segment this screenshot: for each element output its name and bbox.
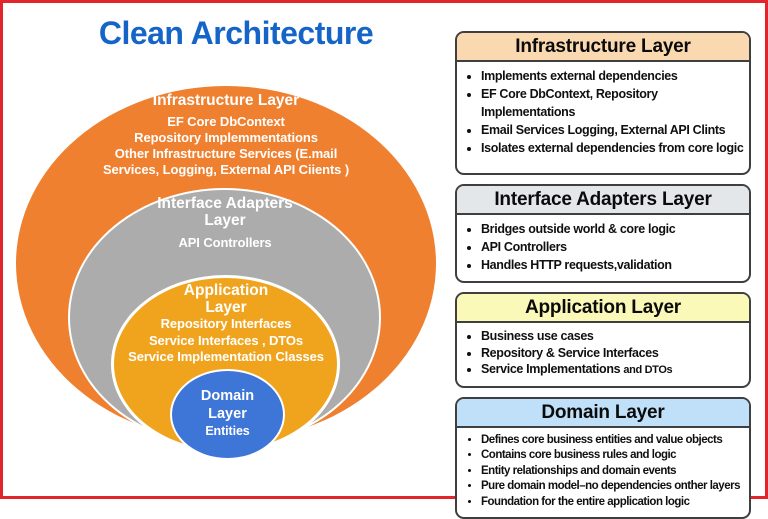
application-layer-line: Service Interfaces , DTOs <box>101 333 351 350</box>
infrastructure-layer-line: Services, Logging, External API Ciients … <box>46 162 406 178</box>
application-layer-label: Application Layer Repository Interfaces … <box>101 282 351 366</box>
panel-bullet-list: Implements external dependencies EF Core… <box>457 67 749 157</box>
bullet-item: Handles HTTP requests,validation <box>481 256 749 274</box>
bullet-item: Entity relationships and domain events <box>481 464 749 480</box>
infrastructure-layer-title: Infrastructure Layer <box>46 92 406 109</box>
application-layer-title: Application <box>101 282 351 299</box>
bullet-text-emphasis: and DTOs <box>623 364 672 376</box>
bullet-item: Isolates external dependencies from core… <box>481 139 749 157</box>
panel-bullet-list: Bridges outside world & core logic API C… <box>457 220 749 274</box>
bullet-item: Contains core business rules and logic <box>481 448 749 464</box>
domain-layer-title: Domain <box>170 387 285 405</box>
panel-bullet-list: Business use cases Repository & Service … <box>457 328 749 379</box>
interface-adapters-layer-title: Interface Adapters <box>96 195 354 212</box>
page-title: Clean Architecture <box>81 15 391 52</box>
bullet-item: Repository & Service Interfaces <box>481 345 749 362</box>
panel-header-domain: Domain Layer <box>457 399 749 428</box>
bullet-item: Service Implementations and DTOs <box>481 361 749 379</box>
panel-infrastructure-layer: Infrastructure Layer Implements external… <box>455 31 751 175</box>
interface-adapters-layer-label: Interface Adapters Layer API Controllers <box>96 195 354 251</box>
panel-header-infrastructure: Infrastructure Layer <box>457 33 749 62</box>
bullet-item: Business use cases <box>481 328 749 345</box>
bullet-item: Defines core business entities and value… <box>481 433 749 449</box>
domain-layer-title: Layer <box>170 405 285 423</box>
panel-header-interface-adapters: Interface Adapters Layer <box>457 186 749 215</box>
panel-bullet-list: Defines core business entities and value… <box>457 433 749 511</box>
application-layer-line: Repository Interfaces <box>101 316 351 333</box>
infrastructure-layer-line: EF Core DbContext <box>46 114 406 130</box>
bullet-text: Service Implementations <box>481 362 623 376</box>
domain-layer-line: Entities <box>170 423 285 439</box>
panel-interface-adapters-layer: Interface Adapters Layer Bridges outside… <box>455 184 751 283</box>
bullet-item: API Controllers <box>481 238 749 256</box>
bullet-item: Foundation for the entire application lo… <box>481 495 749 511</box>
infrastructure-layer-label: Infrastructure Layer EF Core DbContext R… <box>46 92 406 178</box>
layer-panels: Infrastructure Layer Implements external… <box>455 31 751 519</box>
bullet-item: EF Core DbContext, Repository Implementa… <box>481 85 749 121</box>
diagram-frame: Clean Architecture Infrastructure Layer … <box>0 0 768 499</box>
bullet-item: Pure domain model–no dependencies onther… <box>481 479 749 495</box>
bullet-item: Bridges outside world & core logic <box>481 220 749 238</box>
panel-header-application: Application Layer <box>457 294 749 323</box>
interface-adapters-layer-line: API Controllers <box>96 235 354 251</box>
application-layer-line: Service Implementation Classes <box>101 349 351 366</box>
bullet-item: Implements external dependencies <box>481 67 749 85</box>
panel-domain-layer: Domain Layer Defines core business entit… <box>455 397 751 519</box>
infrastructure-layer-line: Other Infrastructure Services (E.mail <box>46 146 406 162</box>
panel-application-layer: Application Layer Business use cases Rep… <box>455 292 751 388</box>
interface-adapters-layer-title: Layer <box>96 212 354 229</box>
application-layer-title: Layer <box>101 299 351 316</box>
infrastructure-layer-line: Repository Implemmentations <box>46 130 406 146</box>
bullet-item: Email Services Logging, External API Cli… <box>481 121 749 139</box>
domain-layer-label: Domain Layer Entities <box>170 387 285 439</box>
